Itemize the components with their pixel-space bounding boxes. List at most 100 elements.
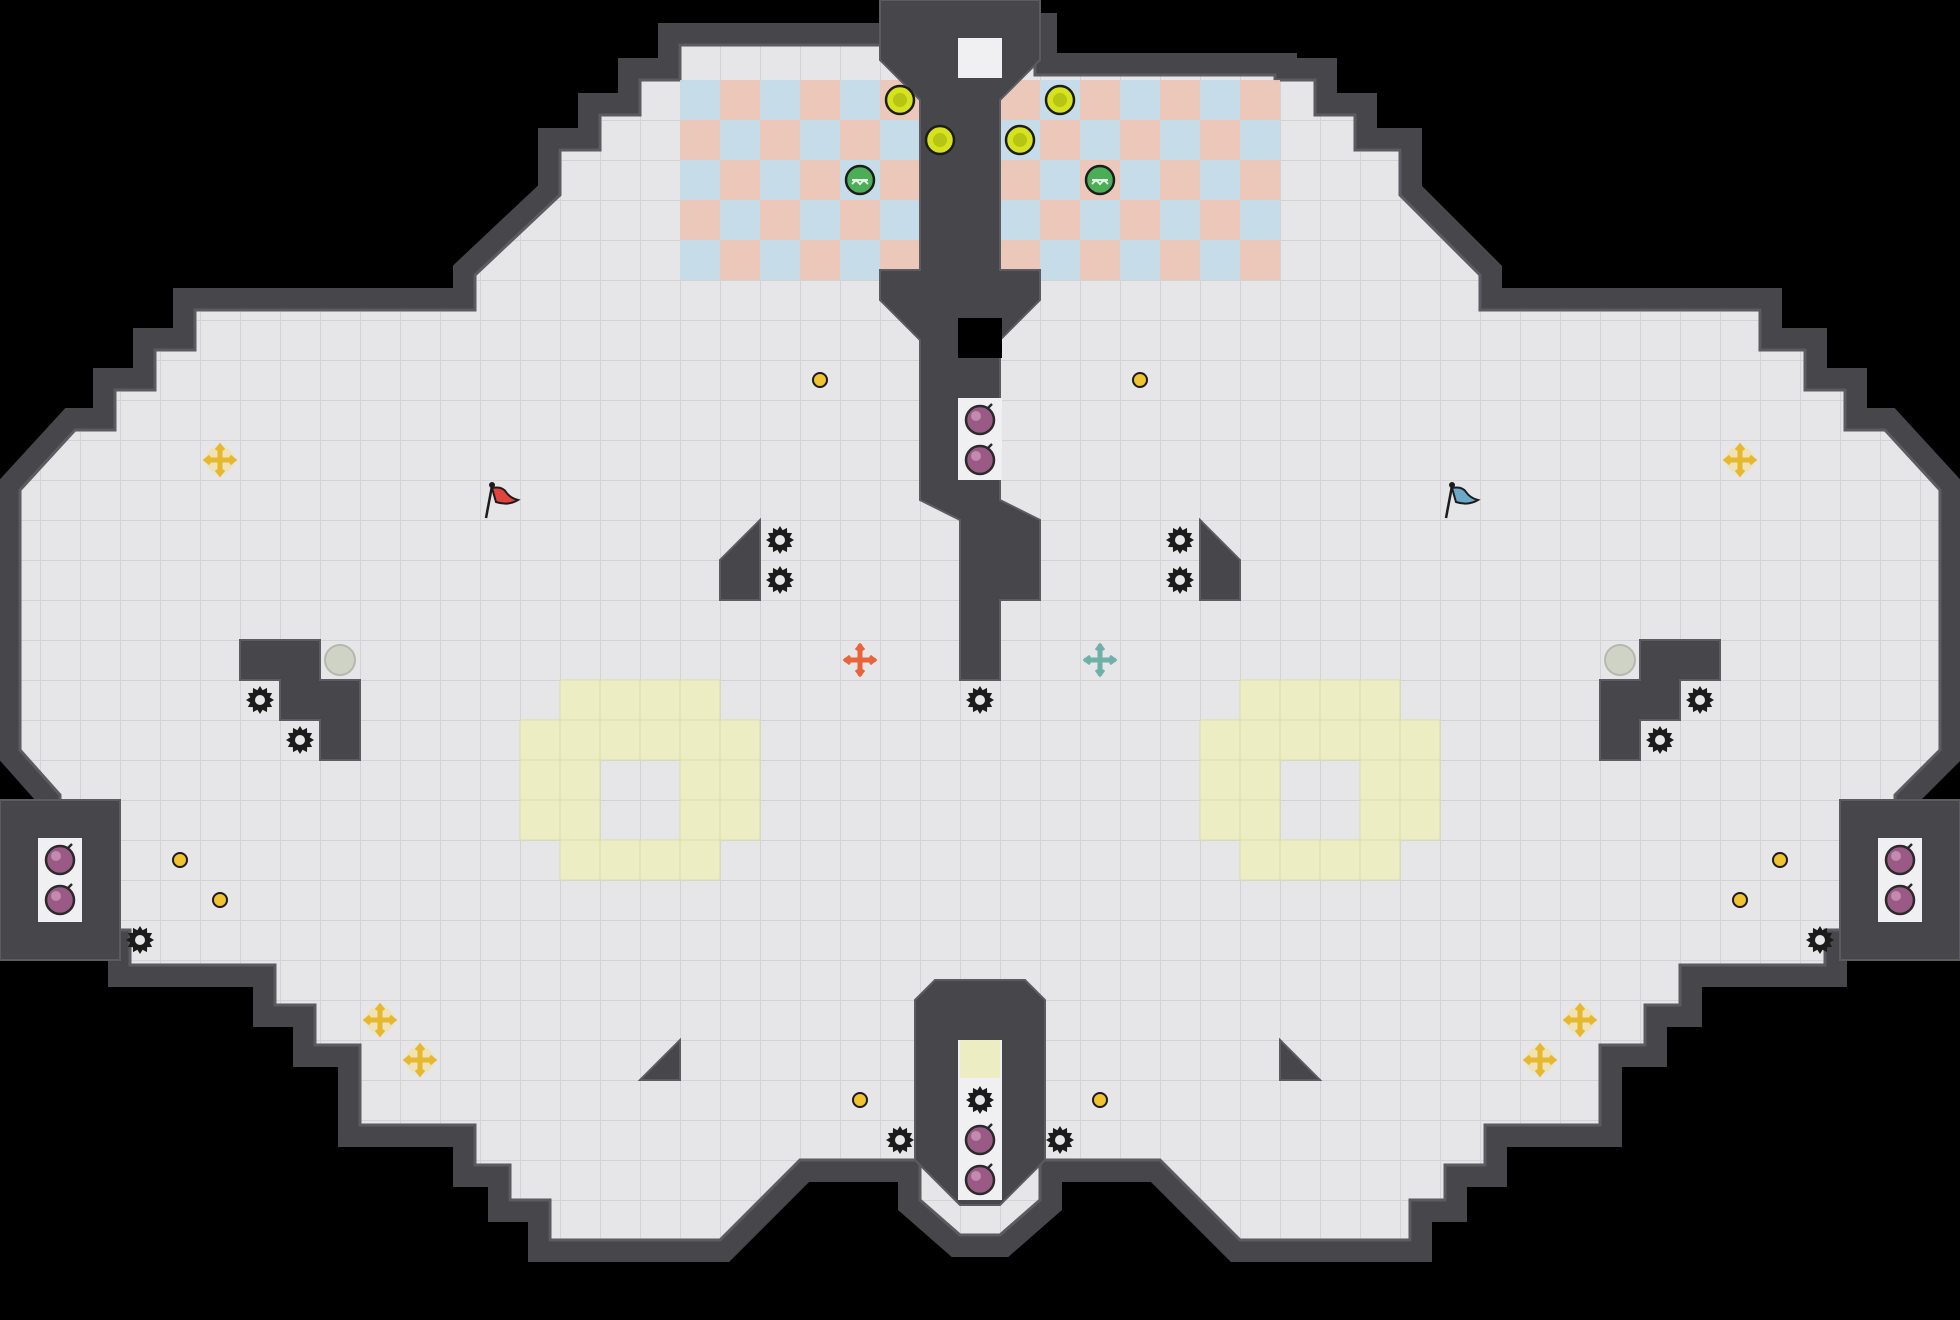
yellow-zone-tile: [1239, 759, 1281, 801]
red-team-zone-tile: [680, 160, 720, 200]
yellow-zone-tile: [519, 799, 561, 841]
boost-icon: [202, 442, 238, 478]
blue-team-zone-tile: [1160, 240, 1200, 280]
yellow-zone-tile: [559, 839, 601, 881]
yellow-zone-tile: [1399, 759, 1441, 801]
coin-icon: [812, 372, 828, 388]
red-team-zone-tile: [720, 80, 760, 120]
yellow-zone-tile: [1239, 839, 1281, 881]
red-team-zone-tile: [840, 80, 880, 120]
blue-team-zone-tile: [1160, 160, 1200, 200]
bomb-icon: [44, 883, 76, 916]
blue-team-zone-tile: [1160, 80, 1200, 120]
powerup-icon: [924, 124, 956, 156]
blue-team-zone-tile: [1120, 240, 1160, 280]
yellow-zone-tile: [639, 719, 681, 761]
yellow-zone-tile: [559, 719, 601, 761]
coin-icon: [1092, 1092, 1108, 1108]
yellow-zone-tile: [1279, 679, 1321, 721]
yellow-zone-tile: [599, 679, 641, 721]
red-team-zone-tile: [880, 160, 920, 200]
inner-walls: [0, 0, 1960, 1206]
yellow-zone-tile: [679, 719, 721, 761]
blue-team-zone-tile: [1240, 200, 1280, 240]
bomb-icon: [964, 1123, 996, 1156]
boost-icon: [402, 1042, 438, 1078]
blue-team-zone-tile: [1080, 120, 1120, 160]
spike-icon: [1686, 686, 1714, 714]
red-team-zone-tile: [680, 240, 720, 280]
blue-team-zone-tile: [1160, 120, 1200, 160]
yellow-zone-tile: [1399, 719, 1441, 761]
yellow-zone-tile: [1239, 679, 1281, 721]
yellow-zone-tile: [1359, 759, 1401, 801]
left-hook-wall: [239, 639, 361, 761]
yellow-zone-tile: [1359, 679, 1401, 721]
yellow-zone-tile: [1199, 719, 1241, 761]
blue-team-zone-tile: [1200, 240, 1240, 280]
red-team-zone-tile: [760, 240, 800, 280]
bomb-icon: [964, 1163, 996, 1196]
blue-team-zone-tile: [1080, 240, 1120, 280]
red-team-zone-tile: [760, 120, 800, 160]
bomb-icon: [44, 843, 76, 876]
red-team-zone-tile: [840, 200, 880, 240]
flag-icon: [484, 482, 521, 519]
yellow-zone-tile: [1279, 719, 1321, 761]
coin-icon: [1132, 372, 1148, 388]
blue-team-zone-tile: [1040, 240, 1080, 280]
yellow-zone-tile: [679, 839, 721, 881]
yellow-zone-tile: [639, 679, 681, 721]
boost-icon: [1522, 1042, 1558, 1078]
left-lower-wedge: [637, 1037, 681, 1081]
yellow-zone-tile: [1359, 839, 1401, 881]
spike-icon: [966, 1086, 994, 1114]
spike-icon: [766, 526, 794, 554]
blue-team-zone-tile: [1120, 120, 1160, 160]
yellow-zone-tile: [1239, 719, 1281, 761]
yellow-zone-tile: [1399, 799, 1441, 841]
red-team-zone-tile: [800, 240, 840, 280]
coin-icon: [1732, 892, 1748, 908]
bomb-icon: [1884, 883, 1916, 916]
spawn-marker-icon: [842, 642, 878, 678]
blue-team-zone-tile: [1200, 120, 1240, 160]
blue-team-zone-tile: [1000, 200, 1040, 240]
red-team-zone-tile: [880, 120, 920, 160]
blue-team-zone-tile: [1120, 80, 1160, 120]
red-team-zone-tile: [680, 120, 720, 160]
yellow-zone-tile: [599, 839, 641, 881]
red-team-zone-tile: [880, 200, 920, 240]
blue-team-zone-tile: [1200, 200, 1240, 240]
blue-team-zone-tile: [1200, 160, 1240, 200]
yellow-zone-tile: [1319, 719, 1361, 761]
spike-icon: [1166, 566, 1194, 594]
red-team-zone-tile: [760, 80, 800, 120]
yellow-zone-tile: [1199, 799, 1241, 841]
blue-team-zone-tile: [1040, 200, 1080, 240]
red-team-zone-tile: [800, 120, 840, 160]
yellow-zone-tile: [1279, 839, 1321, 881]
yellow-zone-tile: [1359, 799, 1401, 841]
spike-icon: [1166, 526, 1194, 554]
yellow-zone-tile: [559, 799, 601, 841]
top-slot: [958, 38, 1002, 78]
red-team-zone-tile: [720, 200, 760, 240]
spike-icon: [1646, 726, 1674, 754]
red-team-zone-tile: [760, 160, 800, 200]
floor-edge: [18, 33, 1942, 1242]
boost-icon: [1562, 1002, 1598, 1038]
yellow-zone-tile: [719, 799, 761, 841]
yellow-zone-tile: [599, 719, 641, 761]
blue-team-zone-tile: [1040, 160, 1080, 200]
gate-icon: [844, 164, 876, 196]
powerup-icon: [884, 84, 916, 116]
red-team-zone-tile: [720, 160, 760, 200]
coin-icon: [1772, 852, 1788, 868]
coin-icon: [212, 892, 228, 908]
left-yellow-zone: [519, 679, 761, 881]
blue-team-zone-tile: [1040, 120, 1080, 160]
yellow-zone-tile: [1319, 839, 1361, 881]
yellow-zone-tile: [519, 719, 561, 761]
